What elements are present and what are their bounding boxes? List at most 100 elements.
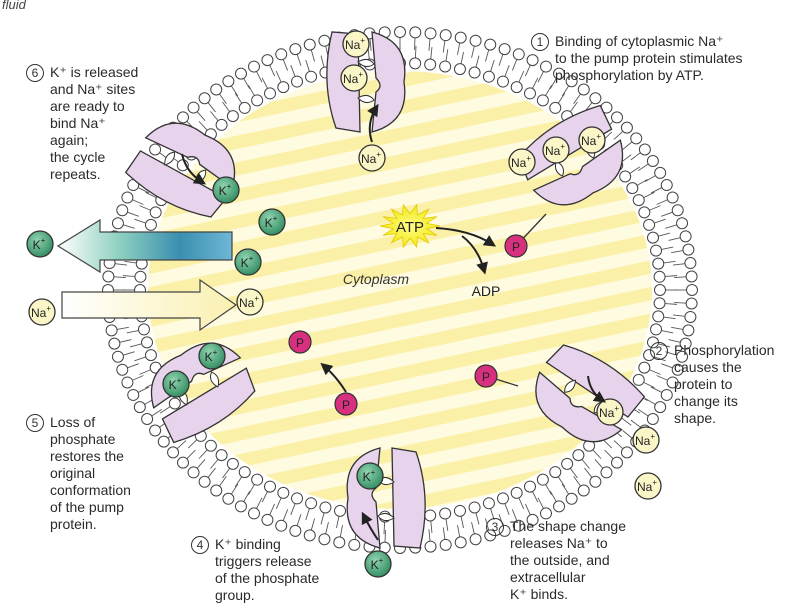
lipid-tail — [198, 121, 208, 131]
step-1: 1 Binding of cytoplasmic Na⁺ to the pump… — [531, 33, 743, 84]
lipid-head — [646, 231, 659, 244]
lipid-head — [540, 60, 552, 73]
lipid-head — [654, 166, 667, 179]
k-efflux-arrow — [56, 218, 233, 274]
lipid-tail — [504, 503, 510, 515]
lipid-head — [238, 466, 251, 479]
step-2-line: shape. — [674, 410, 717, 426]
lipid-head — [671, 363, 684, 376]
lipid-head — [348, 538, 361, 551]
lipid-head — [141, 413, 154, 425]
lipid-tail — [471, 46, 475, 58]
step-5-line: of the pump — [50, 499, 124, 515]
lipid-tail — [649, 205, 661, 211]
lipid-head — [565, 75, 578, 88]
lipid-tail — [594, 459, 604, 469]
lipid-head — [638, 361, 651, 374]
lipid-tail — [621, 154, 632, 163]
lipid-head — [666, 376, 679, 389]
step-5-line: phosphate — [50, 431, 116, 447]
lipid-tail — [127, 363, 139, 369]
step-2: 2 Phosphorylation causes the protein to … — [650, 342, 774, 427]
lipid-tail — [256, 71, 263, 83]
lipid-head — [498, 43, 511, 56]
lipid-head — [409, 57, 422, 70]
lipid-tail — [532, 491, 539, 503]
lipid-head — [454, 536, 467, 549]
lipid-head — [536, 473, 549, 486]
lipid-head — [684, 310, 697, 323]
lipid-head — [468, 66, 481, 79]
lipid-tail — [248, 84, 255, 96]
cytoplasm-label: Cytoplasm — [343, 271, 409, 287]
lipid-tail — [671, 250, 684, 254]
potassium-ion: K+ — [258, 208, 286, 236]
na-influx-arrow — [61, 278, 238, 332]
lipid-tail — [414, 37, 416, 50]
lipid-tail — [320, 512, 325, 525]
lipid-head — [226, 457, 239, 470]
lipid-head — [638, 143, 651, 156]
lipid-tail — [198, 449, 208, 459]
lipid-head — [439, 29, 452, 42]
lipid-tail — [511, 59, 518, 71]
lipid-head — [654, 284, 666, 296]
lipid-tail — [524, 64, 531, 77]
svg-text:Na+: Na+ — [345, 36, 365, 52]
atp-label: ATP — [396, 219, 424, 236]
lipid-head — [277, 486, 290, 499]
svg-text:Na+: Na+ — [599, 404, 619, 420]
sodium-ion: Na+ — [596, 398, 624, 426]
adp-arrow — [461, 235, 488, 275]
lipid-head — [549, 101, 562, 114]
lipid-tail — [442, 40, 446, 53]
lipid-head — [682, 243, 695, 256]
step-2-line: change its — [674, 393, 738, 409]
lipid-head — [549, 466, 562, 479]
step-2-line: causes the — [674, 359, 742, 375]
phosphate-group: P — [288, 330, 312, 354]
lipid-head — [630, 132, 643, 145]
lipid-tail — [656, 199, 668, 205]
lipid-head — [589, 92, 602, 105]
atp-to-p-arrow — [435, 227, 497, 247]
lipid-head — [496, 75, 509, 88]
lipid-tail — [665, 303, 678, 305]
lipid-head — [215, 449, 228, 462]
svg-text:Na+: Na+ — [511, 154, 531, 170]
lipid-head — [577, 83, 590, 96]
lipid-tail — [269, 503, 276, 516]
pump-protein — [124, 122, 236, 218]
lipid-head — [187, 466, 200, 479]
lipid-head — [210, 484, 223, 497]
lipid-head — [204, 439, 217, 452]
lipid-head — [572, 449, 585, 462]
lipid-tail — [176, 440, 187, 449]
lipid-tail — [243, 78, 251, 90]
step-1-line: phosphorylation by ATP. — [555, 67, 704, 83]
step-4-line: triggers release — [215, 553, 312, 569]
lipid-head — [650, 323, 663, 336]
lipid-tail — [296, 54, 302, 66]
step-1-line: Binding of cytoplasmic Na⁺ — [555, 33, 724, 49]
na-entry-arrow-top — [367, 103, 379, 143]
lipid-tail — [145, 191, 157, 199]
lipid-tail — [460, 51, 464, 64]
lipid-head — [482, 497, 495, 510]
svg-text:P: P — [296, 336, 304, 350]
lipid-tail — [132, 375, 144, 381]
lipid-tail — [339, 525, 343, 538]
lipid-head — [210, 83, 223, 96]
lipid-head — [187, 101, 200, 114]
lipid-head — [264, 480, 276, 493]
lipid-head — [577, 484, 590, 497]
lipid-tail — [305, 59, 310, 72]
svg-text:P: P — [512, 240, 520, 254]
lipid-tail — [573, 93, 581, 104]
step-6-line: bind Na⁺ — [50, 115, 106, 131]
lipid-tail — [672, 314, 685, 317]
lipid-tail — [674, 276, 687, 278]
lipid-head — [684, 257, 697, 270]
step-5-line: Loss of — [50, 414, 96, 430]
